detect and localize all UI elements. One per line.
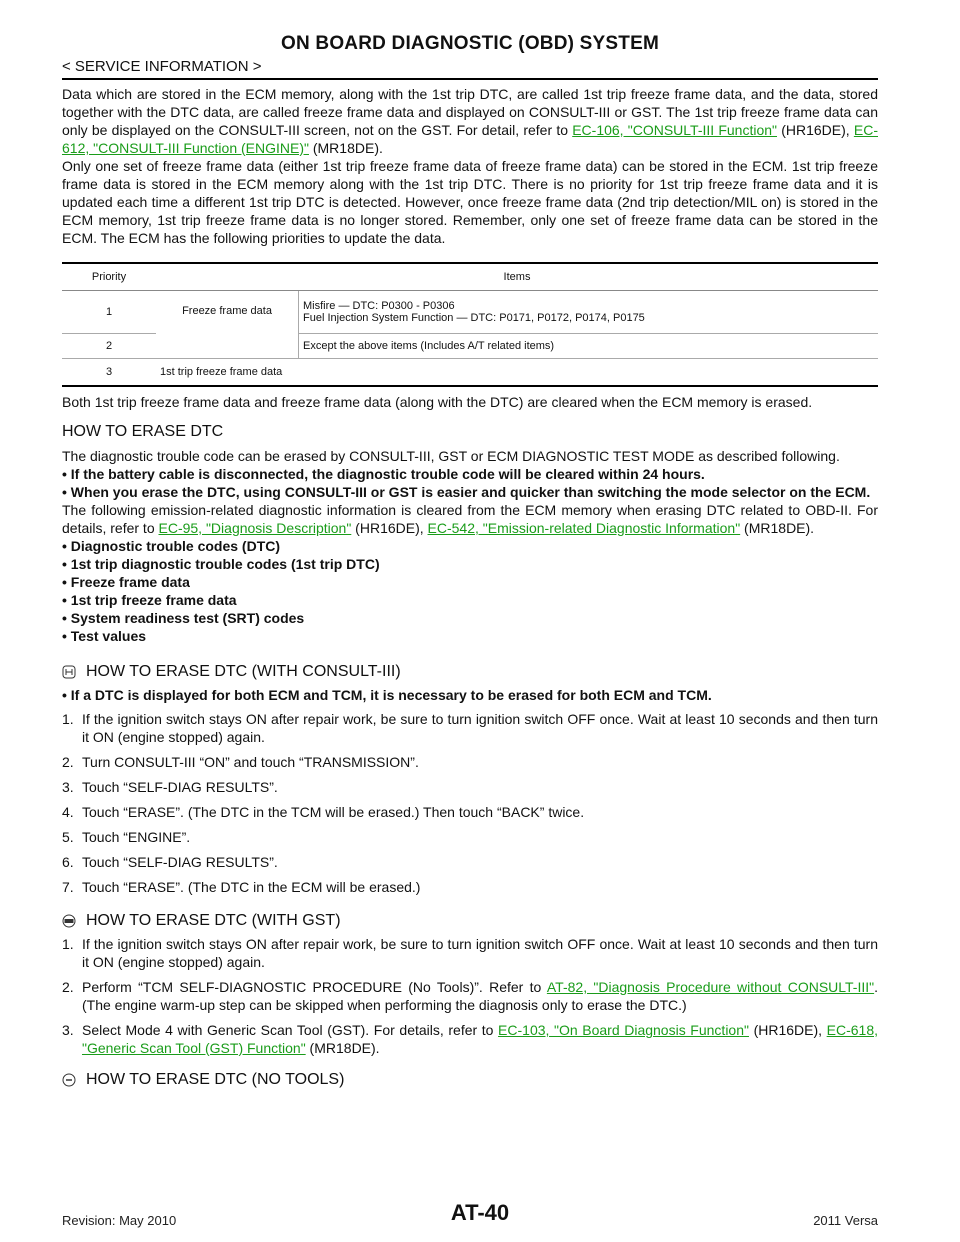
notools-heading: HOW TO ERASE DTC (NO TOOLS) xyxy=(62,1071,878,1089)
revision-date: Revision: May 2010 xyxy=(62,1213,177,1228)
list-item: 1.If the ignition switch stays ON after … xyxy=(62,936,878,970)
list-item: 3.Select Mode 4 with Generic Scan Tool (… xyxy=(62,1022,879,1056)
table-row: 3 1st trip freeze frame data xyxy=(62,358,878,387)
link-ec-612[interactable]: EC-612, "CONSULT-III Function (ENGINE)" xyxy=(62,122,878,156)
consult-heading: HOW TO ERASE DTC (WITH CONSULT-III) xyxy=(62,663,878,681)
consult-tool-icon xyxy=(62,665,76,679)
link-ec-618[interactable]: EC-618, "Generic Scan Tool (GST) Functio… xyxy=(82,1022,879,1056)
gst-heading: HOW TO ERASE DTC (WITH GST) xyxy=(62,912,878,930)
gst-steps: 1.If the ignition switch stays ON after … xyxy=(62,935,878,1057)
list-item: 7.Touch “ERASE”. (The DTC in the ECM wil… xyxy=(62,879,421,895)
bullet-consult-gst: • When you erase the DTC, using CONSULT-… xyxy=(62,484,871,500)
link-at-82[interactable]: AT-82, "Diagnosis Procedure without CONS… xyxy=(546,979,875,995)
link-ec-103[interactable]: EC-103, "On Board Diagnosis Function" xyxy=(498,1022,749,1038)
list-item: 5.Touch “ENGINE”. xyxy=(62,829,191,845)
list-item: 2.Turn CONSULT-III “ON” and touch “TRANS… xyxy=(62,754,419,770)
no-tools-icon xyxy=(62,1073,76,1087)
consult-steps: 1.If the ignition switch stays ON after … xyxy=(62,710,878,896)
header-rule xyxy=(62,78,878,80)
erase-heading: HOW TO ERASE DTC xyxy=(62,423,224,440)
page-title: ON BOARD DIAGNOSTIC (OBD) SYSTEM xyxy=(281,33,659,54)
list-item: • Freeze frame data xyxy=(62,574,190,590)
list-item: • System readiness test (SRT) codes xyxy=(62,610,305,626)
priority-table: Priority Items 1 Freeze frame data Misfi… xyxy=(62,262,878,387)
intro-paragraph-2: Only one set of freeze frame data (eithe… xyxy=(62,158,878,246)
list-item: • 1st trip diagnostic trouble codes (1st… xyxy=(62,556,380,572)
table-row: 1 Freeze frame data Misfire — DTC: P0300… xyxy=(62,290,878,359)
list-item: 4.Touch “ERASE”. (The DTC in the TCM wil… xyxy=(62,804,585,820)
table-row: 2 Except the above items (Includes A/T r… xyxy=(62,333,878,359)
manual-page: ON BOARD DIAGNOSTIC (OBD) SYSTEM < SERVI… xyxy=(62,0,878,1094)
link-ec-106[interactable]: EC-106, "CONSULT-III Function" xyxy=(572,122,778,138)
list-item: 1.If the ignition switch stays ON after … xyxy=(62,711,878,745)
list-item: • 1st trip freeze frame data xyxy=(62,592,237,608)
erase-paragraph-2: The following emission-related diagnosti… xyxy=(62,502,878,536)
section-label: < SERVICE INFORMATION > xyxy=(62,58,262,75)
priority-header: Priority xyxy=(62,262,156,291)
consult-note: • If a DTC is displayed for both ECM and… xyxy=(62,687,712,703)
intro-paragraph-1: Data which are stored in the ECM memory,… xyxy=(62,86,878,156)
gst-icon xyxy=(62,914,76,928)
table-header-row: Priority Items xyxy=(62,262,878,291)
link-ec-542[interactable]: EC-542, "Emission-related Diagnostic Inf… xyxy=(427,520,741,536)
page-number: AT-40 xyxy=(450,1200,510,1225)
bullet-battery: • If the battery cable is disconnected, … xyxy=(62,466,705,482)
items-header: Items xyxy=(156,262,878,291)
erase-paragraph-1: The diagnostic trouble code can be erase… xyxy=(62,448,840,464)
after-table-paragraph: Both 1st trip freeze frame data and free… xyxy=(62,394,813,410)
model-year: 2011 Versa xyxy=(813,1213,878,1228)
list-item: 2.Perform “TCM SELF-DIAGNOSTIC PROCEDURE… xyxy=(62,979,879,1013)
list-item: 6.Touch “SELF-DIAG RESULTS”. xyxy=(62,854,278,870)
list-item: • Test values xyxy=(62,628,147,644)
list-item: 3.Touch “SELF-DIAG RESULTS”. xyxy=(62,779,278,795)
list-item: • Diagnostic trouble codes (DTC) xyxy=(62,538,281,554)
link-ec-95[interactable]: EC-95, "Diagnosis Description" xyxy=(158,520,352,536)
